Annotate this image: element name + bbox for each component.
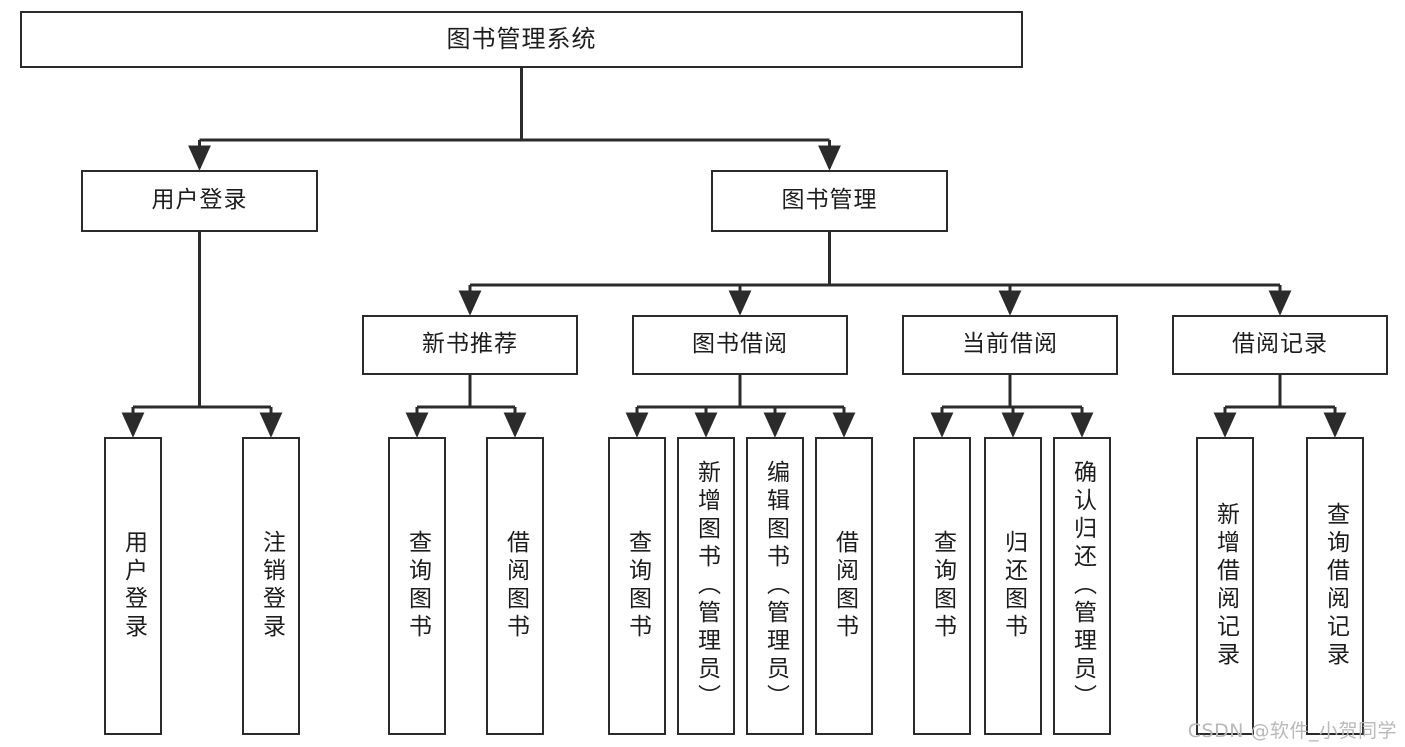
node-borrow-record[interactable]: 借阅记录 <box>1172 315 1388 375</box>
node-leaf-query-rec[interactable]: 查询借阅记录 <box>1306 437 1364 735</box>
node-leaf-logout[interactable]: 注销登录 <box>242 437 300 735</box>
node-label: 查询图书 <box>929 530 956 642</box>
node-leaf-query-2[interactable]: 查询图书 <box>608 437 666 735</box>
node-label: 借阅记录 <box>1232 331 1328 358</box>
node-label: 借阅图书 <box>502 530 529 642</box>
node-current-borrow[interactable]: 当前借阅 <box>902 315 1118 375</box>
node-user-login[interactable]: 用户登录 <box>81 170 318 232</box>
watermark-label: CSDN @软件_小贺同学 <box>1187 720 1397 742</box>
node-label: 用户登录 <box>151 187 248 214</box>
node-label: 借阅图书 <box>831 530 858 642</box>
node-label: 新增图书（管理员） <box>693 460 720 712</box>
node-label: 编辑图书（管理员） <box>762 460 789 712</box>
node-leaf-query-3[interactable]: 查询图书 <box>913 437 971 735</box>
node-leaf-user-login[interactable]: 用户登录 <box>104 437 162 735</box>
node-label: 查询借阅记录 <box>1322 502 1349 670</box>
node-leaf-query-1[interactable]: 查询图书 <box>388 437 446 735</box>
node-label: 用户登录 <box>120 530 147 642</box>
node-leaf-add-rec[interactable]: 新增借阅记录 <box>1196 437 1254 735</box>
node-label: 注销登录 <box>258 530 285 642</box>
node-leaf-edit-book[interactable]: 编辑图书（管理员） <box>746 437 804 735</box>
node-label: 查询图书 <box>624 530 651 642</box>
node-leaf-borrow-1[interactable]: 借阅图书 <box>486 437 544 735</box>
node-book-manage[interactable]: 图书管理 <box>711 170 948 232</box>
node-label: 新增借阅记录 <box>1212 502 1239 670</box>
node-book-borrow[interactable]: 图书借阅 <box>632 315 848 375</box>
node-label: 图书管理系统 <box>446 25 597 54</box>
node-label: 图书借阅 <box>692 331 788 358</box>
node-label: 当前借阅 <box>962 331 1058 358</box>
node-leaf-confirm[interactable]: 确认归还（管理员） <box>1053 437 1111 735</box>
node-label: 图书管理 <box>781 187 878 214</box>
node-leaf-borrow-2[interactable]: 借阅图书 <box>815 437 873 735</box>
node-leaf-add-book[interactable]: 新增图书（管理员） <box>677 437 735 735</box>
node-label: 归还图书 <box>1000 530 1027 642</box>
node-label: 确认归还（管理员） <box>1069 460 1096 712</box>
node-label: 查询图书 <box>404 530 431 642</box>
node-new-book-rec[interactable]: 新书推荐 <box>362 315 578 375</box>
node-leaf-return[interactable]: 归还图书 <box>984 437 1042 735</box>
node-label: 新书推荐 <box>422 331 518 358</box>
node-root[interactable]: 图书管理系统 <box>20 11 1023 68</box>
